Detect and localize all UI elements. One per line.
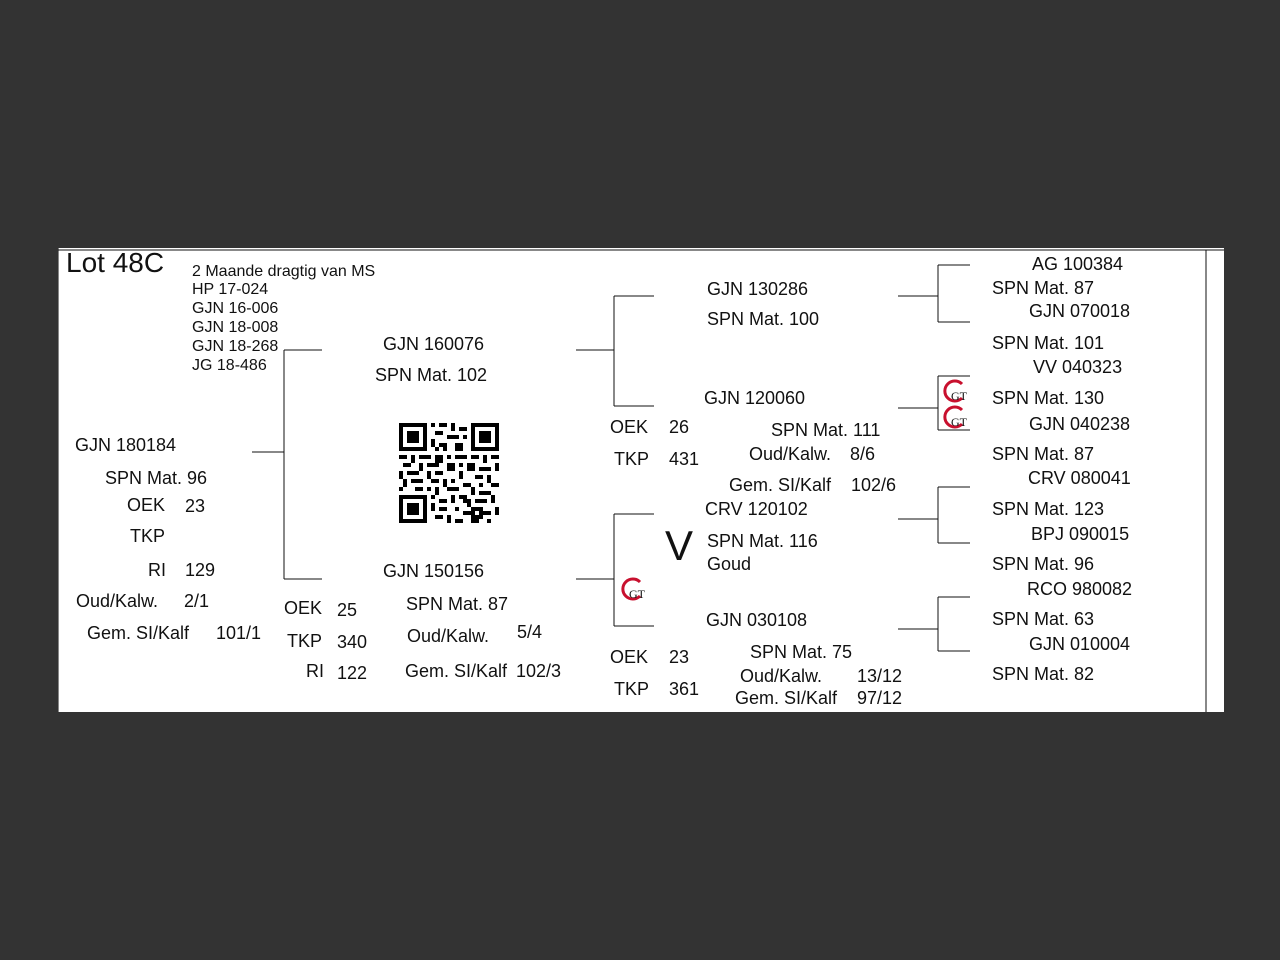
dam-tkp-value: 340 — [337, 632, 368, 652]
animal-oud-value: 2/1 — [184, 591, 210, 611]
ds-mark: V — [665, 522, 694, 569]
sire-spn: SPN Mat. 102 — [375, 365, 488, 385]
svg-text:GT: GT — [951, 389, 968, 403]
ss-spn: SPN Mat. 100 — [707, 309, 820, 329]
gt-logo-icon: GT — [943, 405, 968, 429]
gg-id: GJN 040238 — [1029, 414, 1131, 434]
note-line: 2 Maande dragtig van MS — [192, 263, 376, 280]
note-line: HP 17-024 — [192, 281, 269, 298]
gg-spn: SPN Mat. 87 — [992, 444, 1095, 464]
note-line: GJN 18-268 — [192, 338, 279, 355]
dam-tkp-label: TKP — [287, 631, 323, 651]
animal-gem-label: Gem. SI/Kalf — [87, 623, 190, 643]
note-line: JG 18-486 — [192, 357, 267, 374]
pedigree-sheet: Lot 48C 2 Maande dragtig van MS HP 17-02… — [58, 248, 1224, 712]
gg-id: CRV 080041 — [1028, 468, 1131, 488]
animal-oud-label: Oud/Kalw. — [76, 591, 159, 611]
animal-tkp-label: TKP — [130, 526, 166, 546]
dd-tkp-value: 361 — [669, 679, 700, 699]
dam-oek-label: OEK — [284, 598, 323, 618]
gt-logo-icon: GT — [621, 577, 646, 601]
sd-gem-value: 102/6 — [851, 475, 897, 495]
gg-id: GJN 010004 — [1029, 634, 1131, 654]
qr-code — [399, 423, 499, 523]
gg-spn: SPN Mat. 96 — [992, 554, 1095, 574]
ds-grade: Goud — [707, 554, 752, 574]
sd-id: GJN 120060 — [704, 388, 806, 408]
animal-gem-value: 101/1 — [216, 623, 262, 643]
animal-ri-value: 129 — [185, 560, 216, 580]
dam-oek-value: 25 — [337, 600, 358, 620]
animal-spn: SPN Mat. 96 — [105, 468, 208, 488]
dd-spn: SPN Mat. 75 — [750, 642, 853, 662]
ds-spn: SPN Mat. 116 — [707, 531, 818, 551]
dd-id: GJN 030108 — [706, 610, 808, 630]
lot-title: Lot 48C — [66, 248, 165, 278]
note-line: GJN 18-008 — [192, 319, 279, 336]
gt-logo-icon: GT — [943, 379, 968, 403]
sd-oud-label: Oud/Kalw. — [749, 444, 832, 464]
gg-spn: SPN Mat. 123 — [992, 499, 1105, 519]
sd-gem-label: Gem. SI/Kalf — [729, 475, 832, 495]
gg-id: RCO 980082 — [1027, 579, 1133, 599]
gg-id: VV 040323 — [1033, 357, 1123, 377]
sd-oek-value: 26 — [669, 417, 690, 437]
dd-oud-value: 13/12 — [857, 666, 903, 686]
sd-tkp-value: 431 — [669, 449, 700, 469]
animal-id: GJN 180184 — [75, 435, 177, 455]
sd-oek-label: OEK — [610, 417, 649, 437]
ss-id: GJN 130286 — [707, 279, 809, 299]
gg-spn: SPN Mat. 87 — [992, 278, 1095, 298]
note-line: GJN 16-006 — [192, 300, 279, 317]
gg-spn: SPN Mat. 101 — [992, 333, 1105, 353]
dd-gem-value: 97/12 — [857, 688, 903, 708]
sd-oud-value: 8/6 — [850, 444, 876, 464]
gg-id: GJN 070018 — [1029, 301, 1131, 321]
dd-tkp-label: TKP — [614, 679, 650, 699]
animal-oek-label: OEK — [127, 495, 166, 515]
gg-id: AG 100384 — [1032, 254, 1124, 274]
sd-tkp-label: TKP — [614, 449, 650, 469]
dam-ri-value: 122 — [337, 663, 368, 683]
dam-gem-label: Gem. SI/Kalf — [405, 661, 508, 681]
gg-spn: SPN Mat. 82 — [992, 664, 1095, 684]
svg-text:GT: GT — [951, 415, 968, 429]
dd-oek-value: 23 — [669, 647, 690, 667]
dam-oud-value: 5/4 — [517, 622, 543, 642]
ds-id: CRV 120102 — [705, 499, 808, 519]
dd-oek-label: OEK — [610, 647, 649, 667]
gg-spn: SPN Mat. 63 — [992, 609, 1095, 629]
sd-spn: SPN Mat. 111 — [771, 420, 881, 440]
sire-id: GJN 160076 — [383, 334, 485, 354]
dam-id: GJN 150156 — [383, 561, 485, 581]
dd-oud-label: Oud/Kalw. — [740, 666, 823, 686]
dd-gem-label: Gem. SI/Kalf — [735, 688, 838, 708]
animal-ri-label: RI — [148, 560, 166, 580]
dam-ri-label: RI — [306, 661, 324, 681]
gg-spn: SPN Mat. 130 — [992, 388, 1105, 408]
svg-text:GT: GT — [629, 587, 646, 601]
gg-id: BPJ 090015 — [1031, 524, 1130, 544]
dam-gem-value: 102/3 — [516, 661, 562, 681]
animal-oek-value: 23 — [185, 496, 206, 516]
pedigree-lines — [58, 248, 1224, 712]
dam-spn: SPN Mat. 87 — [406, 594, 509, 614]
dam-oud-label: Oud/Kalw. — [407, 626, 490, 646]
